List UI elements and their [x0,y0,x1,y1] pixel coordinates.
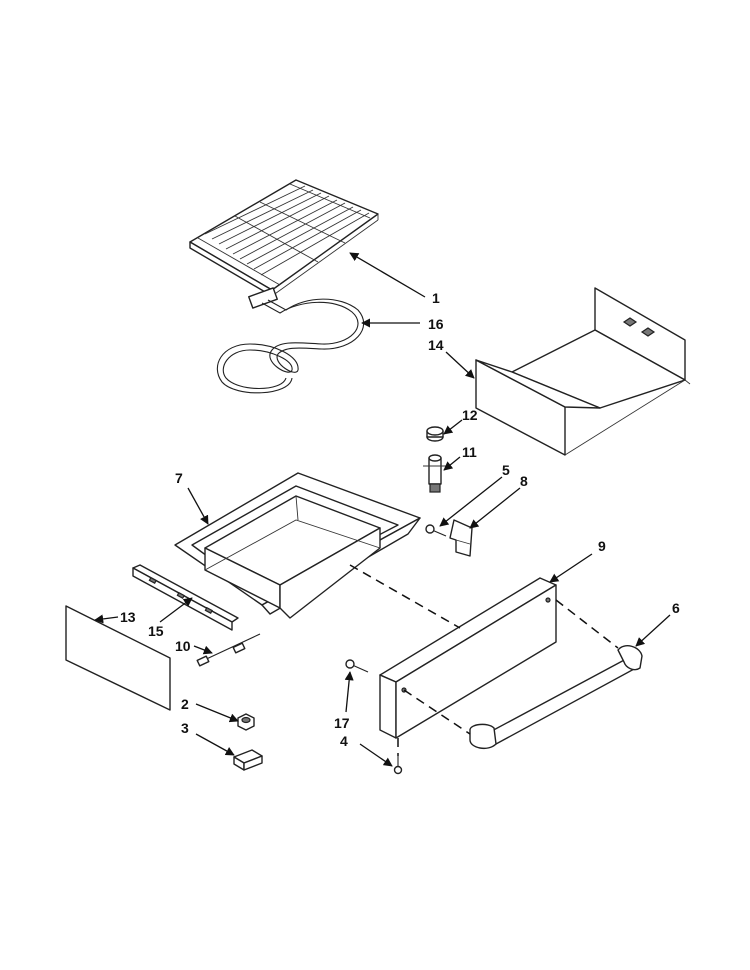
foam-block [233,749,263,771]
callout-8: 8 [520,473,528,489]
drawer-pan [174,472,421,619]
handle-screw [345,659,369,673]
bake-element [216,287,365,394]
callout-2: 2 [181,696,189,712]
callout-17: 17 [334,715,350,731]
callout-7: 7 [175,470,183,486]
callout-14: 14 [428,337,444,353]
callout-12: 12 [462,407,478,423]
side-panel [65,605,171,711]
bracket-screw [425,524,447,537]
mounting-bracket [449,519,473,557]
hex-nut [237,713,255,731]
roller-pin [423,454,447,493]
callout-13: 13 [120,609,136,625]
slide-rail [132,564,239,631]
callout-1: 1 [432,290,440,306]
leader-arrows [94,252,671,767]
callout-4: 4 [340,733,348,749]
callout-15: 15 [148,623,164,639]
callout-11: 11 [462,444,477,460]
drawer-cable [196,633,261,667]
callout-3: 3 [181,720,189,736]
drawer-housing [475,287,691,456]
callout-10: 10 [175,638,191,654]
oven-rack [189,179,379,297]
callout-5: 5 [502,462,510,478]
drawer-front-panel [379,577,557,739]
callout-6: 6 [672,600,680,616]
drawer-handle [469,645,643,750]
roller-cap [426,426,444,442]
bottom-screw [393,756,403,775]
callout-9: 9 [598,538,606,554]
callout-16: 16 [428,316,444,332]
callout-labels: 1 16 14 12 11 5 8 7 9 6 13 15 10 2 3 17 … [120,290,680,749]
assembly-lines [349,564,619,756]
